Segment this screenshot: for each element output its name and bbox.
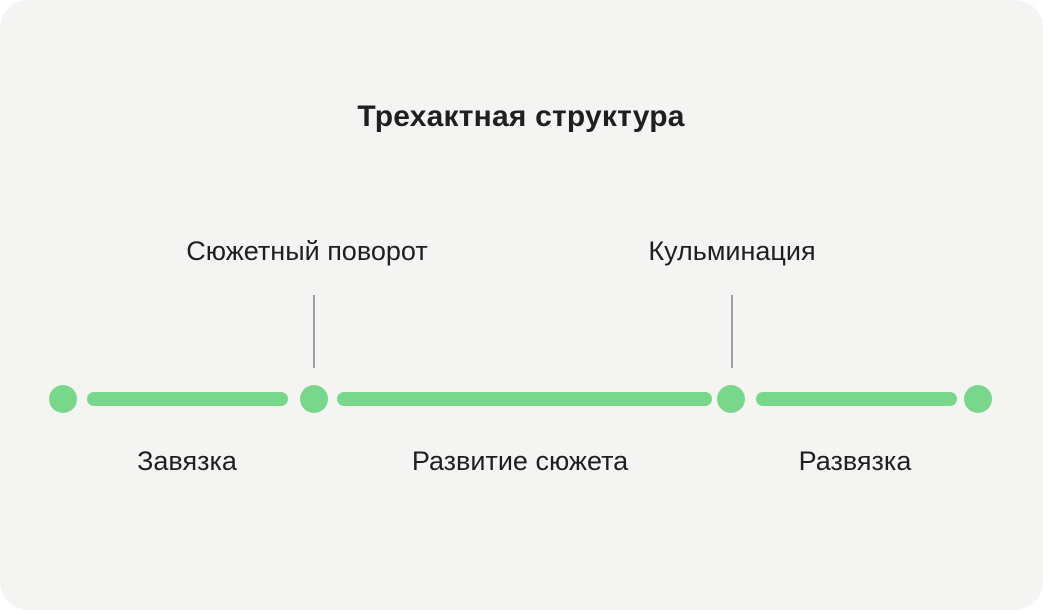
milestone-tick-climax xyxy=(731,295,733,368)
timeline-dot-start xyxy=(49,385,77,413)
timeline-dot-climax xyxy=(717,385,745,413)
milestone-tick-plot-twist xyxy=(313,295,315,368)
diagram-title: Трехактная структура xyxy=(357,100,685,133)
timeline-dot-plot-twist xyxy=(300,385,328,413)
milestone-label-plot-twist: Сюжетный поворот xyxy=(186,236,428,266)
act-label-resolution: Развязка xyxy=(798,446,912,476)
timeline-segment-setup xyxy=(87,392,288,406)
milestone-label-climax: Кульминация xyxy=(648,236,816,266)
timeline-segment-development xyxy=(337,392,712,406)
timeline-dot-end xyxy=(964,385,992,413)
act-label-setup: Завязка xyxy=(137,446,237,476)
timeline-segment-resolution xyxy=(756,392,957,406)
act-label-development: Развитие сюжета xyxy=(411,446,629,476)
